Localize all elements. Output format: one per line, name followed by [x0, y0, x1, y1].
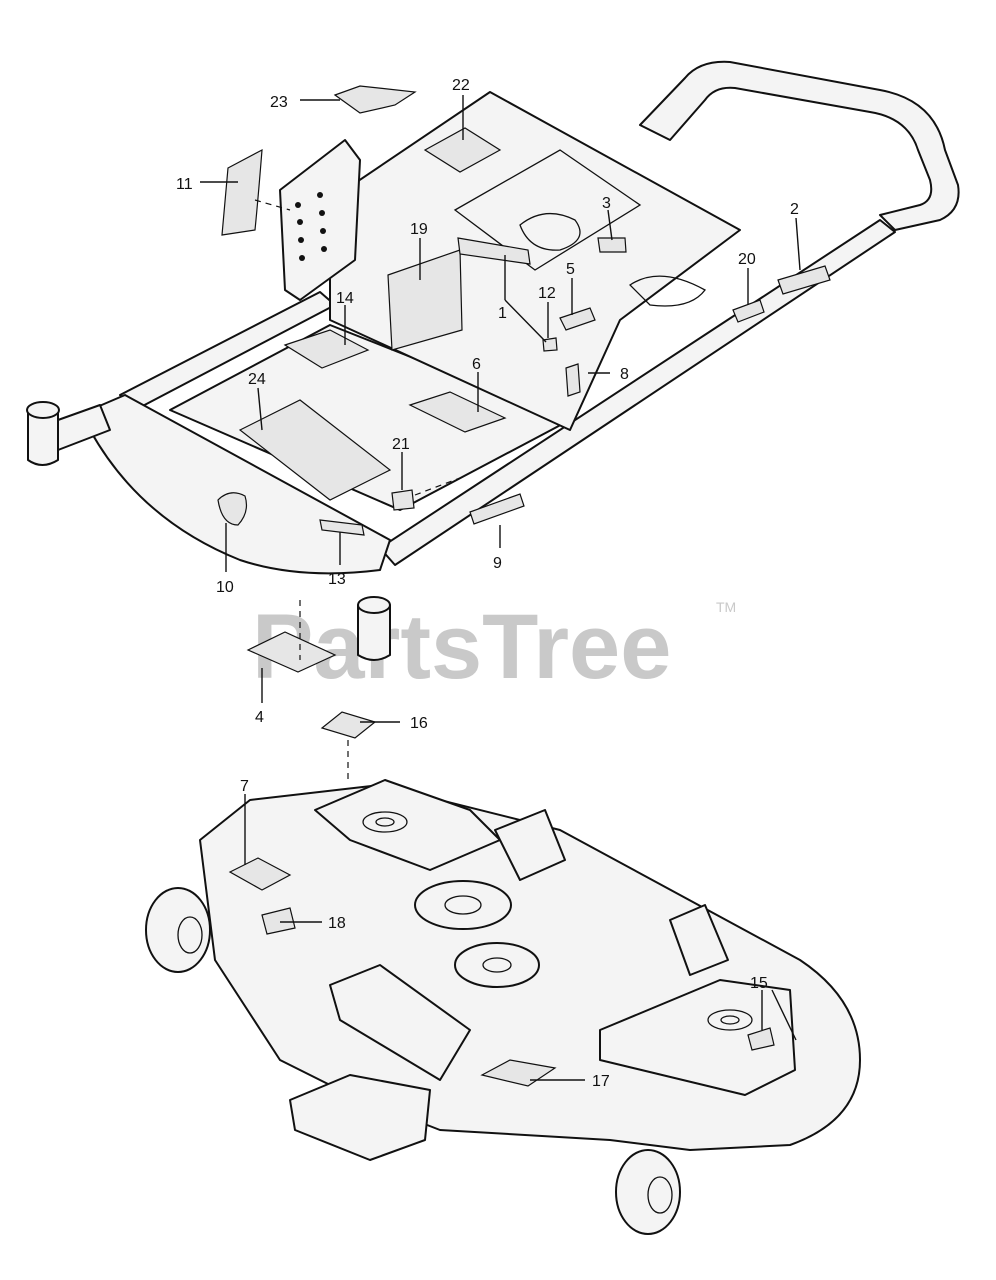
callout-24: 24 — [248, 371, 266, 388]
seat-support — [329, 91, 741, 431]
callout-6: 6 — [472, 356, 481, 373]
decal-21 — [391, 489, 415, 511]
callout-10: 10 — [216, 579, 234, 596]
decal-7 — [228, 857, 292, 891]
decal-3 — [597, 237, 627, 253]
decal-2 — [777, 265, 831, 295]
decal-20 — [732, 299, 765, 323]
decal-11 — [221, 148, 263, 236]
callout-15: 15 — [750, 975, 768, 992]
callout-11: 11 — [176, 176, 193, 193]
decal-1 — [457, 237, 531, 265]
decal-13 — [319, 519, 365, 536]
decal-6 — [408, 391, 507, 433]
decal-18 — [261, 907, 296, 935]
decal-12 — [542, 337, 558, 352]
callout-21: 21 — [392, 436, 410, 453]
callout-16: 16 — [410, 715, 428, 732]
decal-14 — [283, 329, 370, 369]
decal-24 — [238, 399, 392, 501]
watermark-trademark: TM — [716, 599, 736, 615]
decal-8 — [565, 363, 581, 397]
callout-9: 9 — [493, 555, 502, 572]
callout-17: 17 — [592, 1073, 610, 1090]
deck-spindle-cover-right — [599, 979, 796, 1096]
mower-deck — [145, 711, 861, 1235]
right-caster-mount — [357, 596, 391, 661]
callout-22: 22 — [452, 77, 470, 94]
deck-pulleys — [414, 880, 540, 988]
decal-22 — [423, 127, 502, 173]
callout-13: 13 — [328, 571, 346, 588]
callout-1: 1 — [498, 305, 507, 322]
decal-10 — [217, 492, 248, 526]
decal-15 — [747, 1027, 775, 1051]
right-deck-wheel — [615, 1149, 681, 1235]
decal-23 — [333, 85, 417, 114]
front-bumper — [89, 394, 391, 575]
callout-4: 4 — [255, 709, 264, 726]
discharge-chute — [289, 1074, 431, 1161]
mower-frame — [26, 60, 960, 673]
callout-5: 5 — [566, 261, 575, 278]
callout-8: 8 — [620, 366, 629, 383]
decal-9 — [469, 493, 525, 525]
left-caster-mount — [26, 401, 111, 466]
callout-2: 2 — [790, 201, 799, 218]
rear-handle-bar — [639, 60, 960, 231]
decal-16 — [320, 711, 377, 739]
callout-labels: 23 22 11 3 2 19 5 20 12 14 1 8 24 6 21 9… — [176, 77, 799, 1090]
decal-5 — [559, 307, 596, 331]
callout-3: 3 — [602, 195, 611, 212]
callout-23: 23 — [270, 94, 288, 111]
callout-18: 18 — [328, 915, 346, 932]
right-frame-rail — [379, 219, 896, 566]
decal-4 — [246, 631, 337, 673]
callout-19: 19 — [410, 221, 428, 238]
watermark-text: PartsTree — [252, 596, 671, 698]
callout-12: 12 — [538, 285, 556, 302]
decal-19 — [387, 249, 463, 351]
leader-lines — [200, 95, 801, 1081]
left-deck-wheel — [145, 887, 211, 973]
callout-20: 20 — [738, 251, 756, 268]
callout-14: 14 — [336, 290, 354, 307]
callout-7: 7 — [240, 778, 249, 795]
